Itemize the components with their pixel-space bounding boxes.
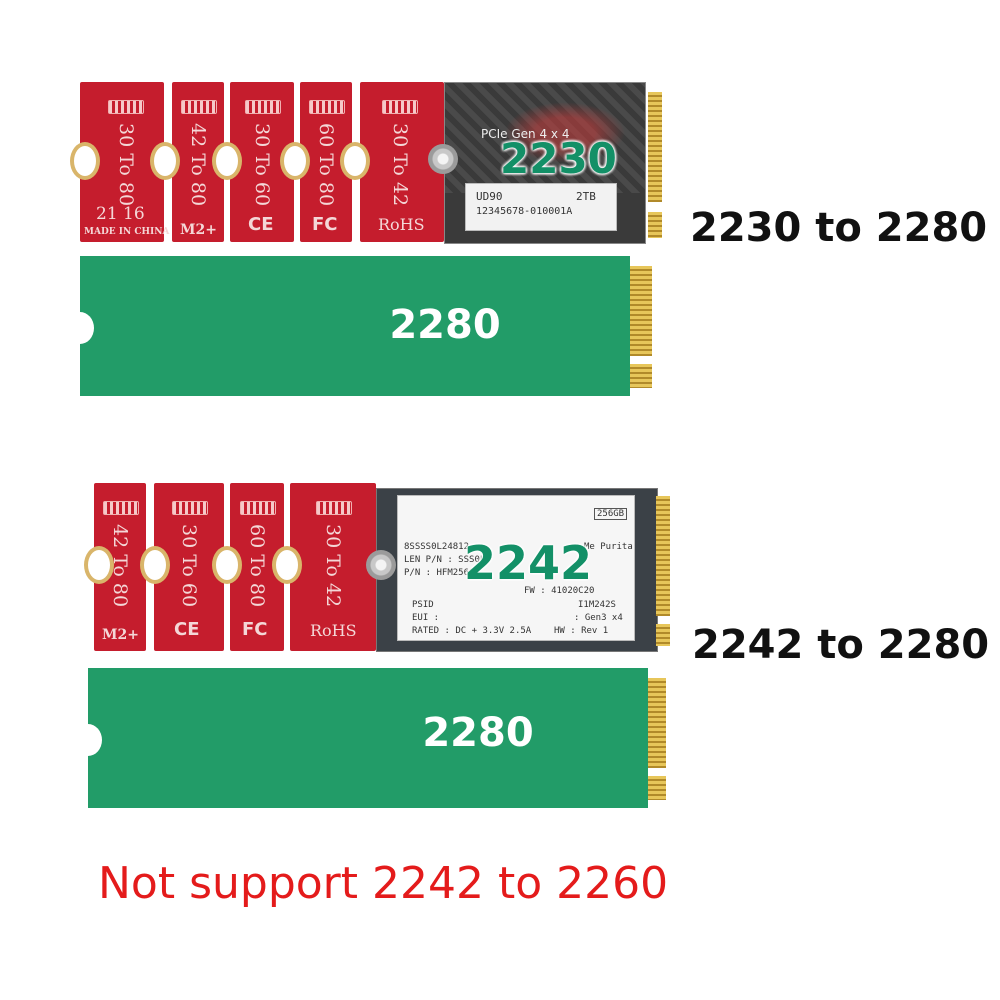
gold-fingers <box>648 212 662 238</box>
m2-plus-mark: M2+ <box>180 222 217 238</box>
green-2280-board: 2280 <box>74 668 648 808</box>
green-2280-board: 2280 <box>66 256 630 396</box>
mounting-hole <box>340 142 370 180</box>
fcc-mark: FC <box>242 619 268 640</box>
pin-pad <box>172 501 208 515</box>
segment-length-label: 30 To 42 <box>322 524 344 608</box>
pin-pad <box>108 100 144 114</box>
ssd-label: UD90 2TB 12345678-010001A <box>465 183 617 231</box>
ssd-serial: 12345678-010001A <box>476 206 573 217</box>
date-code: 21 16 <box>96 204 145 224</box>
m2-plus-mark: M2+ <box>102 627 139 643</box>
mounting-hole <box>272 546 302 584</box>
segment-length-label: 30 To 60 <box>251 123 273 207</box>
mounting-screw <box>366 550 396 580</box>
conversion-caption: 2230 to 2280 <box>690 205 988 251</box>
mounting-hole <box>150 142 180 180</box>
not-supported-warning: Not support 2242 to 2260 <box>98 858 669 909</box>
ssd-2242: 256GB 8SSSS0L24812 Me Purita LEN P/N : S… <box>376 488 658 652</box>
fcc-mark: FC <box>312 214 338 235</box>
pin-pad <box>240 501 276 515</box>
board-notch <box>66 312 94 344</box>
extension-segment: 42 To 80 M2+ <box>172 82 224 242</box>
ssd-label-line: : Gen3 x4 <box>574 613 623 623</box>
ssd-model: UD90 <box>476 190 503 203</box>
ssd-rating: RATED : DC + 3.3V 2.5A <box>412 626 532 636</box>
segment-length-label: 42 To 80 <box>187 123 209 207</box>
mounting-hole <box>140 546 170 584</box>
mounting-hole <box>212 546 242 584</box>
segment-length-label: 30 To 60 <box>178 524 200 608</box>
rohs-mark: RoHS <box>310 621 357 640</box>
ssd-size-tag: 2242 <box>464 536 593 590</box>
segment-length-label: 60 To 80 <box>246 524 268 608</box>
mounting-hole <box>70 142 100 180</box>
extension-segment: 60 To 80 FC <box>300 82 352 242</box>
extension-segment: 42 To 80 M2+ <box>94 483 146 651</box>
gold-fingers <box>630 266 652 356</box>
ce-mark: CE <box>174 619 200 640</box>
gold-fingers <box>648 776 666 800</box>
segment-length-label: 30 To 42 <box>389 123 411 207</box>
ssd-capacity: 256GB <box>594 508 628 520</box>
pin-pad <box>309 100 345 114</box>
mounting-screw <box>428 144 458 174</box>
gold-fingers <box>630 364 652 388</box>
conversion-caption: 2242 to 2280 <box>692 622 990 668</box>
pin-pad <box>316 501 352 515</box>
ssd-label-line: EUI : <box>412 613 440 623</box>
ssd-firmware: FW : 41020C20 <box>524 586 595 596</box>
ssd-capacity: 2TB <box>576 190 596 203</box>
ssd-label-line: LEN P/N : SSS0L <box>404 555 486 565</box>
board-notch <box>74 724 102 756</box>
ce-mark: CE <box>248 214 274 235</box>
ssd-label-line: 8SSSS0L24812 <box>404 542 470 552</box>
gold-fingers <box>656 496 670 616</box>
gold-fingers <box>648 678 666 768</box>
mounting-hole <box>212 142 242 180</box>
pin-pad <box>103 501 139 515</box>
pin-pad <box>382 100 418 114</box>
extension-segment: 30 To 42 RoHS <box>290 483 376 651</box>
rohs-mark: RoHS <box>378 215 425 234</box>
ssd-hw-rev: HW : Rev 1 <box>554 626 609 636</box>
ssd-label-line: I1M242S <box>578 600 616 610</box>
board-size-label: 2280 <box>389 302 501 348</box>
ssd-label-line: Me Purita <box>584 542 633 552</box>
ssd-size-tag: 2230 <box>500 134 617 183</box>
pin-pad <box>181 100 217 114</box>
ssd-heatsink-pattern <box>445 83 645 193</box>
segment-length-label: 30 To 80 <box>115 123 137 207</box>
gold-fingers <box>656 624 670 646</box>
pin-pad <box>245 100 281 114</box>
ssd-label: 256GB 8SSSS0L24812 Me Purita LEN P/N : S… <box>397 495 635 641</box>
ssd-2230: PCIe Gen 4 x 4 UD90 2TB 12345678-010001A <box>444 82 646 244</box>
board-size-label: 2280 <box>422 710 534 756</box>
ssd-label-line: PSID <box>412 600 434 610</box>
ssd-label-line: P/N : HFM256G <box>404 568 475 578</box>
made-in-china-mark: MADE IN CHINA <box>84 227 170 237</box>
mounting-hole <box>280 142 310 180</box>
mounting-hole <box>84 546 114 584</box>
gold-fingers <box>648 92 662 202</box>
segment-length-label: 60 To 80 <box>315 123 337 207</box>
ssd-interface-text: PCIe Gen 4 x 4 <box>481 127 570 141</box>
